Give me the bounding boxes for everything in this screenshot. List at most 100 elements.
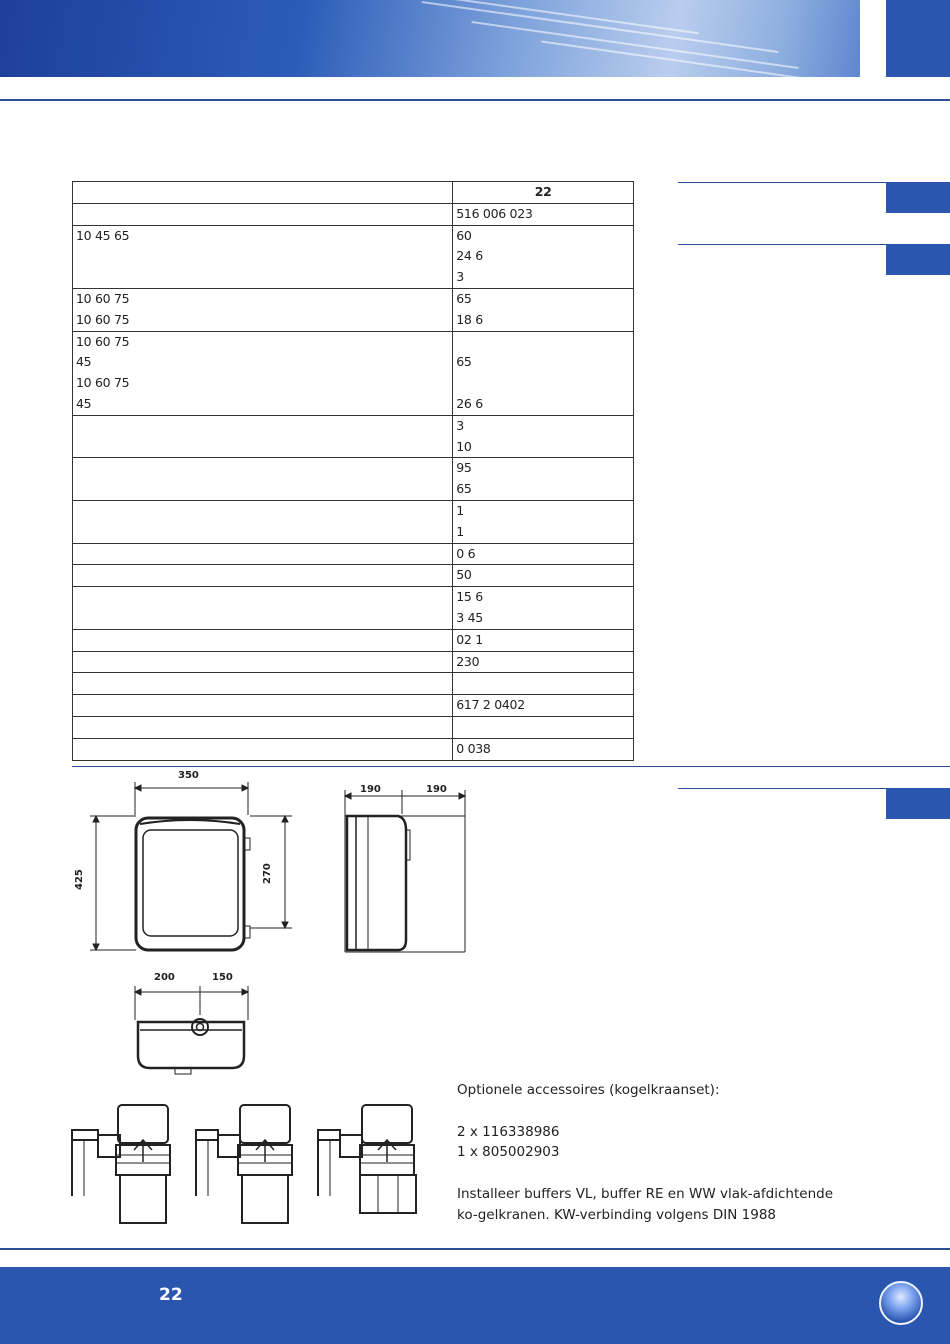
section-rule (72, 766, 950, 767)
table-cell-line (76, 673, 449, 694)
dim-bottom-right: 150 (212, 972, 233, 983)
table-cell-line (456, 373, 630, 394)
table-cell-line: 95 (456, 460, 472, 476)
table-cell-line (456, 717, 630, 738)
page-number: 22 (159, 1285, 183, 1305)
optional-item-1: 2 x 116338986 (457, 1123, 560, 1140)
globe-icon (879, 1281, 923, 1325)
optional-title: Optionele accessoires (kogelkraanset): (457, 1082, 720, 1098)
table-cell-line: 617 2 0402 (456, 697, 525, 713)
ball-valve-2-drawing (195, 1104, 293, 1224)
table-header-left (71, 181, 454, 204)
table-cell-line: 10 60 75 (76, 311, 130, 327)
tab-marker-2 (886, 244, 950, 275)
table-cell-left (71, 737, 454, 761)
side-view-drawing (343, 790, 467, 953)
table-cell-line: 15 6 (456, 589, 483, 605)
table-cell-line (76, 739, 449, 760)
table-cell-line: 10 60 75 (76, 333, 130, 349)
table-cell-line (76, 608, 449, 629)
table-cell-line: 1 (456, 502, 464, 518)
table-cell-line: 1 (456, 523, 464, 539)
tab-rule-3 (678, 788, 886, 789)
table-cell-left (71, 715, 454, 739)
table-cell-line: 18 6 (456, 311, 483, 327)
table-row: 230 (71, 650, 634, 674)
header-corner-block (886, 0, 950, 77)
table-row: 0 6 (71, 542, 634, 566)
table-cell-line: 50 (456, 567, 472, 583)
table-row: 50 (71, 564, 634, 588)
table-header-right: 22 (452, 181, 634, 204)
optional-accessories: Optionele accessoires (kogelkraanset): 2… (457, 1080, 847, 1226)
table-cell-line (76, 458, 449, 479)
table-cell-left (71, 586, 454, 630)
table-cell-line (76, 717, 449, 738)
table-cell-line: 3 45 (456, 609, 483, 625)
table-cell-line: 3 (456, 417, 464, 433)
table-cell-line (76, 544, 449, 565)
footer-bar: 22 (0, 1267, 950, 1344)
table-cell-line: 10 (456, 438, 472, 454)
table-cell-right: 65 26 6 (452, 330, 634, 416)
table-cell-right: 516 006 023 (452, 202, 634, 226)
table-cell-line: 10 45 65 (76, 227, 130, 243)
header-rule (0, 99, 950, 101)
table-cell-right: 02 1 (452, 628, 634, 652)
table-cell-left (71, 457, 454, 501)
table-cell-right: 0 6 (452, 542, 634, 566)
table-cell-line (456, 332, 630, 353)
table-cell-left: 10 45 65 (71, 224, 454, 289)
table-cell-left (71, 694, 454, 717)
bottom-view-drawing (133, 986, 250, 1075)
table-cell-line: 60 (456, 227, 472, 243)
table-cell-left (71, 202, 454, 226)
table-cell-line: 10 60 75 (76, 375, 130, 391)
footer-rule (0, 1248, 950, 1250)
tab-marker-1 (886, 182, 950, 213)
table-header-row: 22 (71, 181, 634, 204)
dim-bottom-left: 200 (154, 972, 175, 983)
table-cell-left (71, 628, 454, 652)
table-row (71, 715, 634, 739)
table-row: 0 038 (71, 737, 634, 761)
tab-rule-2 (678, 244, 886, 245)
table-cell-line (76, 501, 449, 522)
table-cell-line: 3 (456, 269, 464, 285)
table-cell-left (71, 414, 454, 459)
table-cell-line (76, 565, 449, 586)
dim-side-right: 190 (426, 784, 447, 795)
dim-front-width: 350 (178, 770, 199, 781)
table-cell-line: 0 6 (456, 545, 476, 561)
table-row: 617 2 0402 (71, 694, 634, 717)
optional-item-2: 1 x 805002903 (457, 1144, 560, 1161)
dim-front-height: 425 (74, 869, 85, 890)
tab-marker-3 (886, 788, 950, 819)
table-cell-line (76, 587, 449, 608)
table-cell-line (76, 630, 449, 651)
table-cell-right: 15 6 3 45 (452, 586, 634, 630)
header-banner (0, 0, 860, 82)
tab-rule-1 (678, 182, 886, 183)
optional-note: Installeer buffers VL, buffer RE en WW v… (457, 1185, 834, 1223)
dim-front-mount: 270 (262, 863, 273, 884)
table-cell-left (71, 672, 454, 696)
table-cell-line: 26 6 (456, 395, 483, 411)
table-cell-right: 50 (452, 564, 634, 588)
table-cell-line (456, 673, 630, 694)
table-cell-line: 230 (456, 653, 480, 669)
table-cell-right: 230 (452, 650, 634, 674)
technical-drawings: 350 425 270 190 190 200 150 (71, 770, 467, 1224)
